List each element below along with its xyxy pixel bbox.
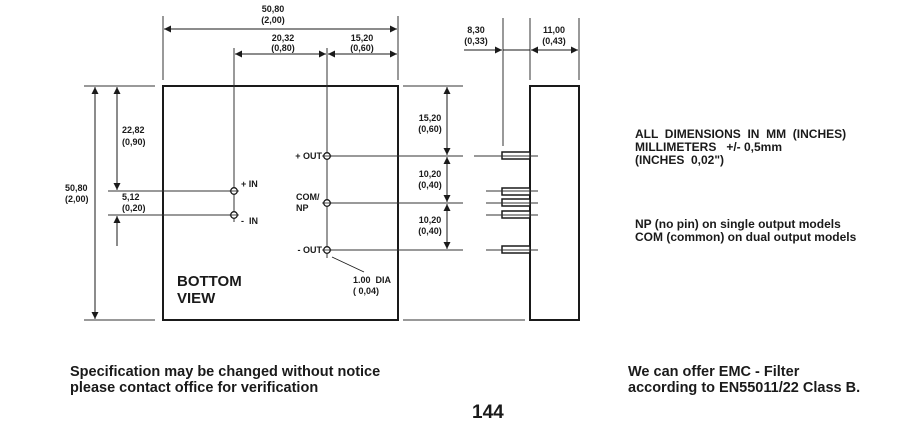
pin-crosshairs bbox=[229, 155, 332, 251]
dim-overall-width-in: (2,00) bbox=[261, 15, 285, 25]
dim-out-spacing-2-in: (0,40) bbox=[418, 226, 442, 236]
dim-out-spacing-2-mm: 10,20 bbox=[419, 215, 442, 225]
dim-in-offset-v-in: (0,90) bbox=[122, 137, 146, 147]
dim-out-offset-h-in: (0,60) bbox=[350, 43, 374, 53]
pin-circles bbox=[230, 152, 331, 254]
dim-overall-width-mm: 50,80 bbox=[262, 4, 285, 14]
dimension-lines-left bbox=[91, 87, 121, 319]
dim-out-offset-v-mm: 15,20 bbox=[419, 113, 442, 123]
dim-pin-dia-in: ( 0,04) bbox=[353, 286, 379, 296]
dim-in-spacing-v-mm: 5,12 bbox=[122, 192, 140, 202]
dim-in-offset-v-mm: 22,82 bbox=[122, 125, 145, 135]
dim-pin-spacing-h-mm: 20,32 bbox=[272, 33, 295, 43]
dimensions-note: ALL DIMENSIONS IN MM (INCHES) MILLIMETER… bbox=[635, 127, 847, 167]
dim-out-offset-v-in: (0,60) bbox=[418, 124, 442, 134]
spec-notice: Specification may be changed without not… bbox=[70, 364, 381, 396]
dim-pin-spacing-h-in: (0,80) bbox=[271, 43, 295, 53]
label-plus-in: + IN bbox=[241, 179, 258, 189]
dim-side-depth-in: (0,43) bbox=[542, 36, 566, 46]
extension-lines-left bbox=[84, 85, 234, 321]
dim-out-spacing-1-in: (0,40) bbox=[418, 180, 442, 190]
label-plus-out: + OUT bbox=[295, 151, 322, 161]
dim-side-offset-in: (0,33) bbox=[464, 36, 488, 46]
dim-overall-height-in: (2,00) bbox=[65, 194, 89, 204]
pin-dia-leader bbox=[331, 256, 365, 273]
dim-side-offset-mm: 8,30 bbox=[467, 25, 485, 35]
label-minus-in: - IN bbox=[241, 216, 258, 226]
side-pin-centerlines bbox=[474, 155, 538, 251]
dimension-lines-top bbox=[164, 25, 578, 58]
label-com: COM/ bbox=[296, 192, 320, 202]
pin-note: NP (no pin) on single output models COM … bbox=[635, 217, 857, 244]
dim-overall-height-mm: 50,80 bbox=[65, 183, 88, 193]
dim-out-spacing-1-mm: 10,20 bbox=[419, 169, 442, 179]
emc-notice: We can offer EMC - Filter according to E… bbox=[628, 364, 861, 396]
view-label-line1: BOTTOM bbox=[177, 273, 242, 290]
dim-side-depth-mm: 11,00 bbox=[543, 25, 565, 35]
dim-pin-dia-mm: 1.00 DIA bbox=[353, 275, 392, 285]
dim-in-spacing-v-in: (0,20) bbox=[122, 203, 146, 213]
page-number: 144 bbox=[472, 402, 504, 423]
extension-lines-right bbox=[327, 85, 525, 321]
view-label-line2: VIEW bbox=[177, 290, 216, 307]
dim-out-offset-h-mm: 15,20 bbox=[351, 33, 374, 43]
label-np: NP bbox=[296, 203, 309, 213]
label-minus-out: - OUT bbox=[298, 245, 323, 255]
